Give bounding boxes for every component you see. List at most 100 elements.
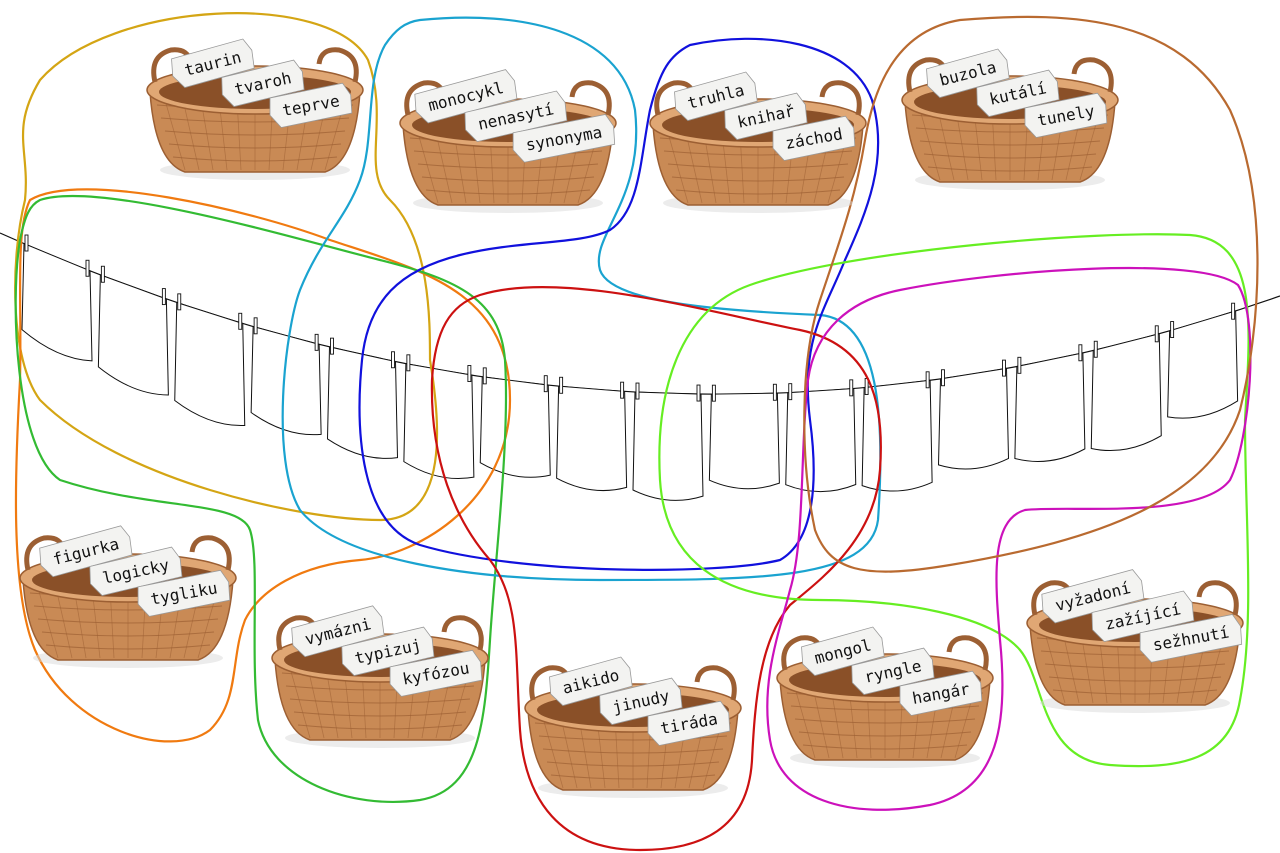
clothes-peg <box>1154 325 1159 343</box>
word-paper <box>599 677 683 725</box>
clothes-peg <box>1093 340 1098 358</box>
word-paper <box>926 48 1010 98</box>
basket-handle <box>694 665 737 701</box>
word-paper <box>171 38 255 88</box>
word-tag: jinudy <box>599 677 683 725</box>
basket-weave <box>542 717 564 789</box>
clothes-peg <box>1170 321 1175 339</box>
word-paper <box>899 670 983 716</box>
word-paper <box>1024 92 1108 138</box>
basket-weave <box>794 687 816 759</box>
clothes-peg <box>24 234 29 252</box>
hanging-cloths <box>21 234 1239 501</box>
cloth <box>861 379 933 492</box>
word-paper <box>1091 590 1195 643</box>
clothes-peg <box>1078 344 1083 362</box>
word-tag: tvaroh <box>221 59 305 107</box>
clothes-peg <box>482 367 487 385</box>
outline-green <box>14 194 508 803</box>
cloth <box>250 325 322 436</box>
word-tag: sežhnutí <box>1139 614 1243 663</box>
clothes-peg <box>941 369 945 387</box>
basket-weave <box>307 667 325 739</box>
word-paper <box>341 626 435 676</box>
cloth <box>174 301 246 426</box>
clothes-peg <box>391 351 395 369</box>
clothes-peg <box>1231 302 1236 320</box>
basket-handle <box>1196 580 1239 616</box>
basket-weave <box>164 99 186 171</box>
word-paper <box>464 90 568 143</box>
word-tag: ryngle <box>851 647 935 695</box>
word-paper <box>39 525 133 578</box>
basket-handle <box>189 535 232 571</box>
basket-weave <box>919 109 941 181</box>
clothes-peg <box>711 384 716 402</box>
clothes-peg <box>696 384 701 402</box>
outline-blue <box>358 37 880 571</box>
cloth <box>1090 333 1162 451</box>
basket-handle <box>1071 57 1114 93</box>
cloth <box>556 385 628 492</box>
word-tag: knihař <box>724 92 808 140</box>
group-outlines <box>14 12 1259 852</box>
clothes-peg <box>100 265 105 283</box>
clothes-peg <box>330 337 334 355</box>
word-tag: synonyma <box>512 114 616 163</box>
word-paper <box>674 71 758 121</box>
word-paper <box>389 649 483 697</box>
word-paper <box>89 546 183 596</box>
clothes-peg <box>177 293 182 311</box>
basket-handle <box>819 80 862 116</box>
basket-weave <box>417 132 439 204</box>
outline-magenta <box>766 266 1252 811</box>
word-tag: hangár <box>899 670 983 716</box>
basket-weave <box>1044 632 1066 704</box>
basket-handle <box>569 80 612 116</box>
outline-brown <box>803 15 1259 573</box>
word-paper <box>801 626 885 676</box>
cloth <box>403 363 475 480</box>
word-tag: aikido <box>549 656 633 706</box>
word-tag: záchod <box>772 115 856 161</box>
basket-weave <box>1062 632 1080 704</box>
basket-weave <box>667 132 689 204</box>
clothes-peg <box>772 383 777 401</box>
word-paper <box>221 59 305 107</box>
word-paper <box>137 569 231 617</box>
clothesline <box>0 232 1280 501</box>
basket-weave <box>685 132 703 204</box>
cloth <box>97 274 169 396</box>
word-tag: teprve <box>269 82 353 128</box>
cloth <box>632 391 704 501</box>
word-paper <box>1139 614 1243 663</box>
clothes-peg <box>253 317 258 335</box>
word-tag: tygliku <box>137 569 231 617</box>
word-paper <box>976 69 1060 117</box>
basket-weave <box>812 687 830 759</box>
clothes-peg <box>559 376 564 394</box>
cloth <box>1167 310 1239 419</box>
basket-handle <box>946 635 989 671</box>
basket-weave <box>560 717 578 789</box>
clothes-peg <box>788 383 793 401</box>
basket-weave <box>55 587 73 659</box>
outline-cyan <box>281 16 882 582</box>
basket-weave <box>435 132 453 204</box>
clothes-peg <box>406 354 411 372</box>
clothes-peg <box>161 288 166 306</box>
word-paper <box>1041 569 1145 624</box>
cloth <box>937 367 1010 470</box>
clothes-peg <box>1002 359 1006 377</box>
word-tag: tunely <box>1024 92 1108 138</box>
clothes-peg <box>543 375 548 393</box>
